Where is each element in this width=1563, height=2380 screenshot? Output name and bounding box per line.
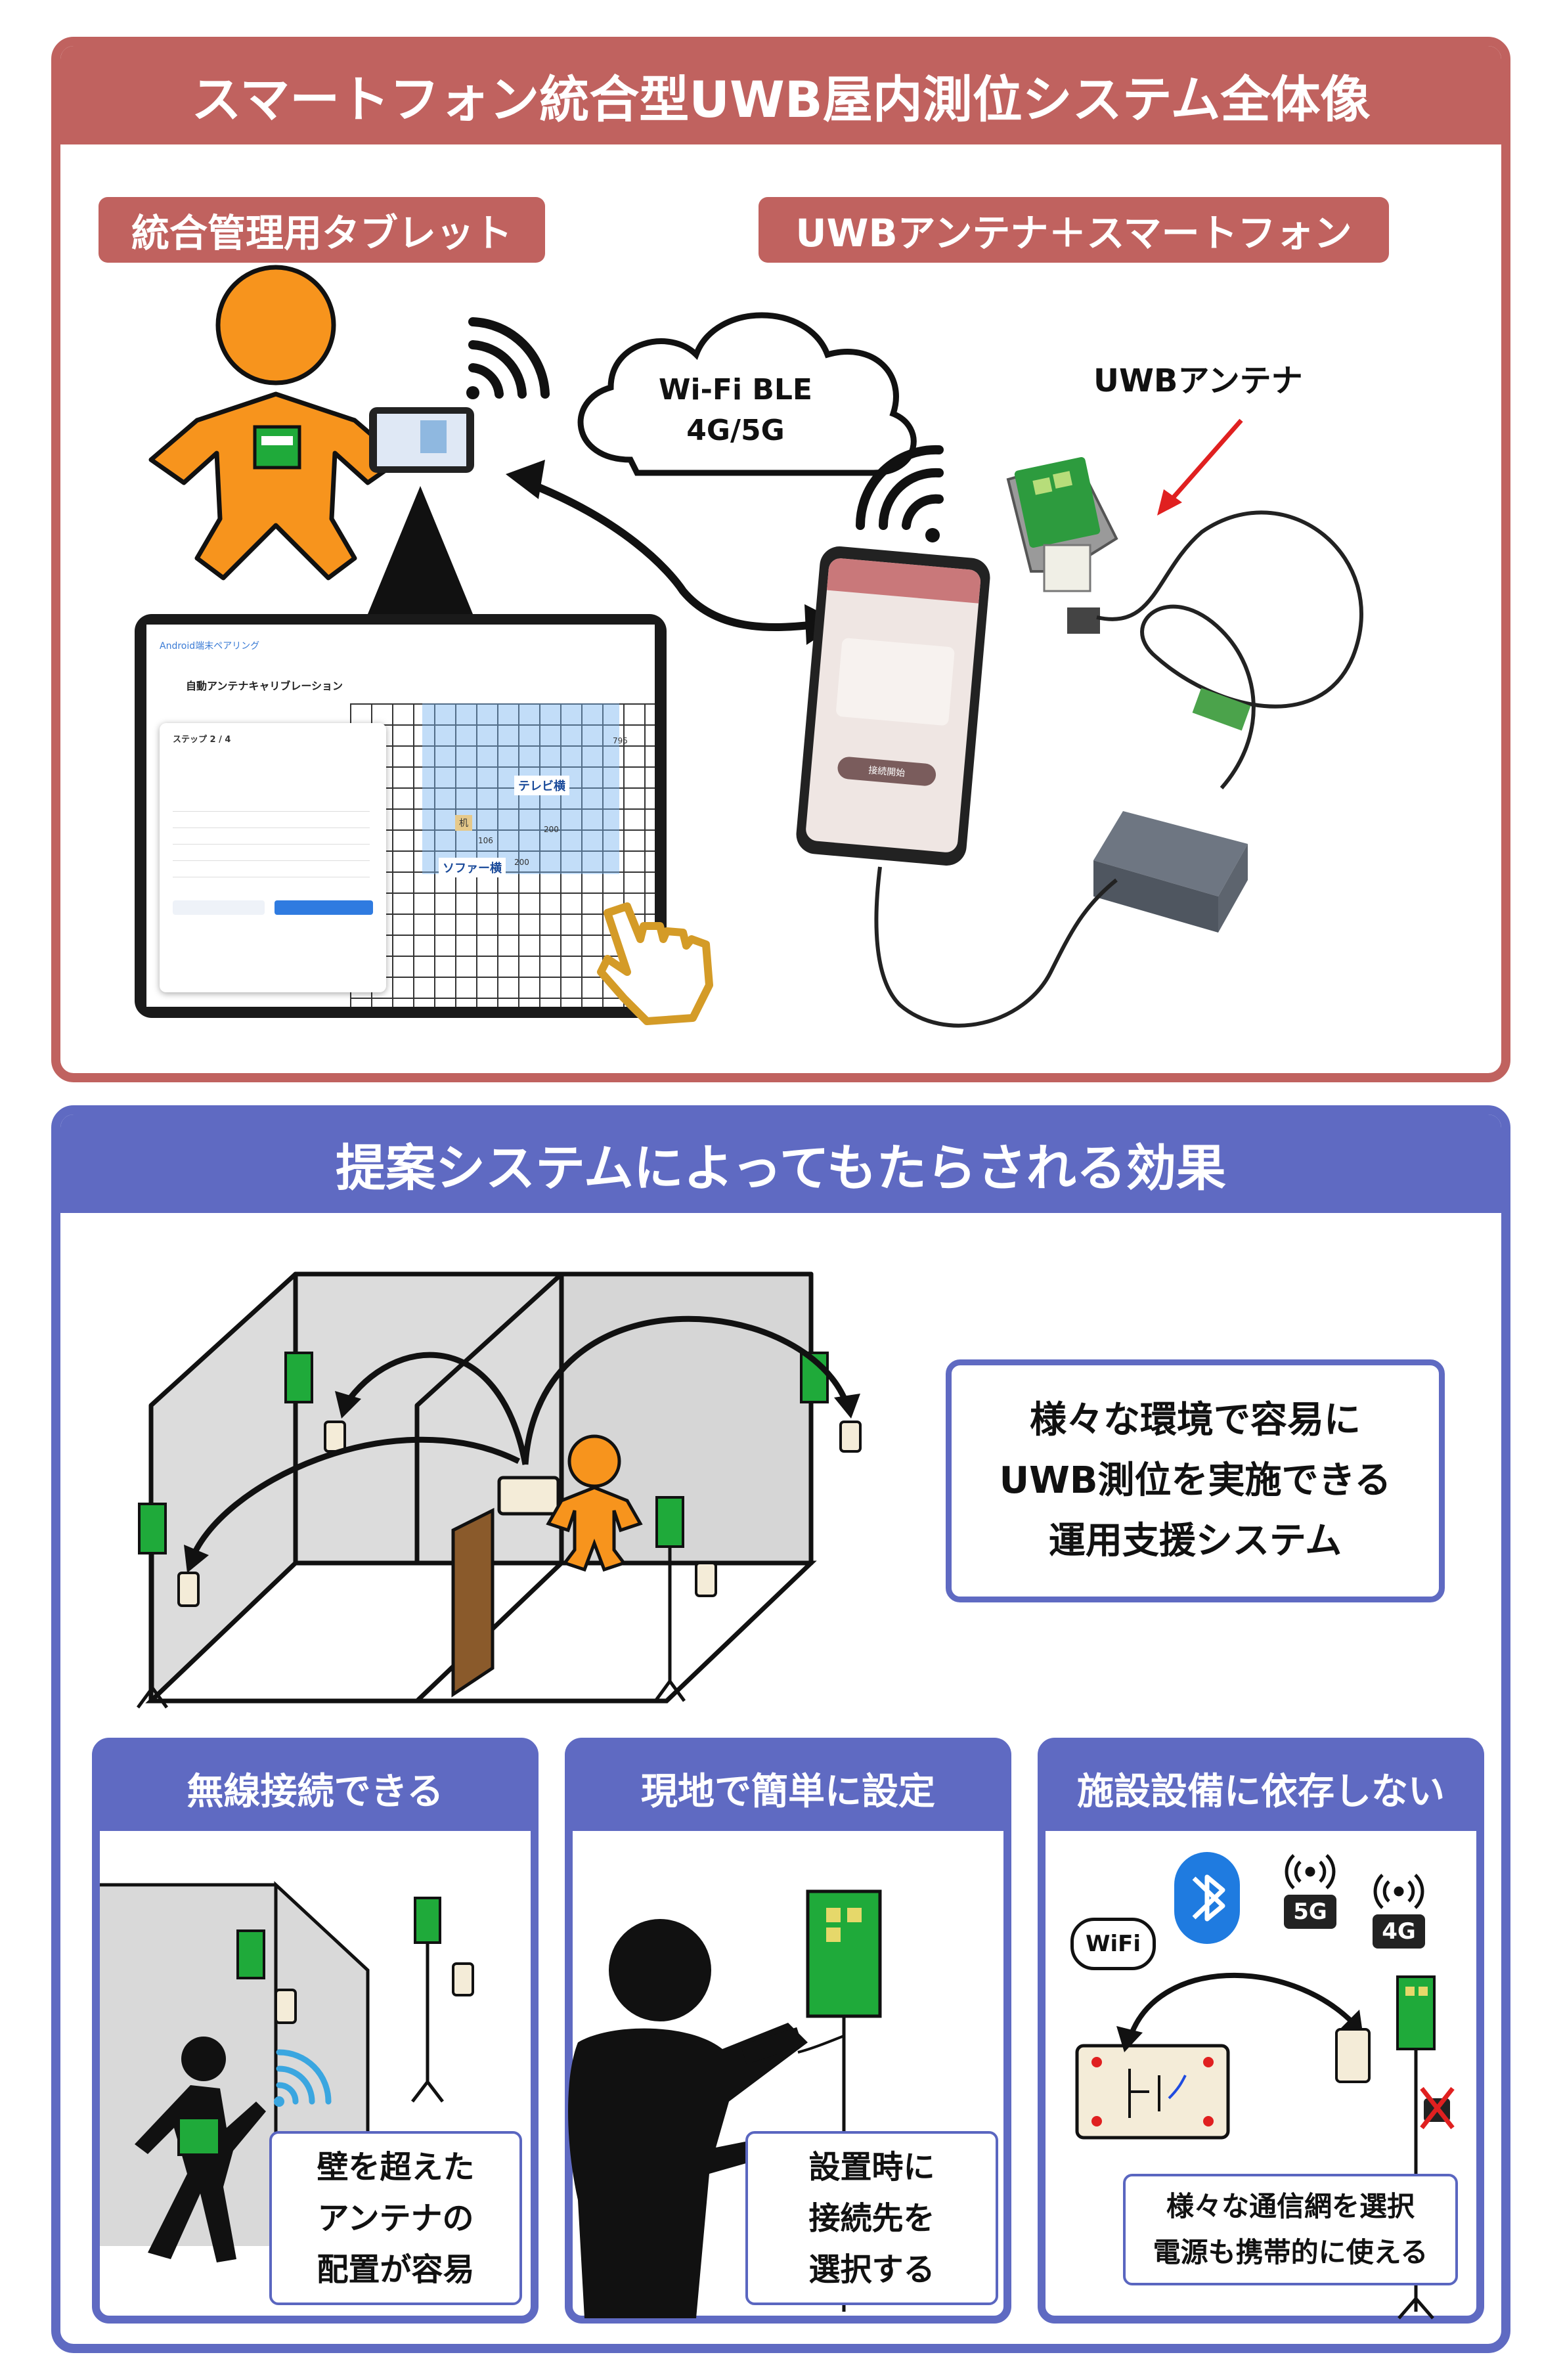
measure-795: 795 <box>613 736 628 745</box>
4g-signal-icon <box>1373 1874 1424 1909</box>
antenna-pointer-arrow <box>1167 418 1243 504</box>
antenna-label: UWBアンテナ <box>1093 363 1303 399</box>
overview-title: スマートフォン統合型UWB屋内測位システム全体像 <box>191 70 1371 129</box>
card-wireless-callout: 壁を超えた アンテナの 配置が容易 <box>269 2131 522 2305</box>
network-cloud-icon <box>577 312 917 476</box>
effects-header: 提案システムによってもたらされる効果 <box>60 1114 1501 1213</box>
measure-200a: 200 <box>544 825 559 834</box>
no-power-plug-icon <box>1420 2086 1455 2130</box>
measure-106: 106 <box>478 836 493 845</box>
uwb-antenna-icon <box>1006 456 1118 634</box>
effects-title: 提案システムによってもたらされる効果 <box>336 1139 1226 1197</box>
summary-line-2: UWB測位を実施できる <box>999 1459 1392 1502</box>
summary-line-3: 運用支援システム <box>1048 1520 1342 1562</box>
screen-header-title: 自動アンテナキャリブレーション <box>186 680 343 692</box>
dialog-rows <box>173 795 370 877</box>
label-tv: テレビ横 <box>514 776 569 795</box>
usb-hub-icon <box>1093 811 1248 933</box>
card-setup-title: 現地で簡単に設定 <box>641 1770 935 1813</box>
room-tag-device <box>497 1476 560 1516</box>
tap-hand-icon <box>597 902 713 1025</box>
label-sofa: ソファー横 <box>439 858 506 877</box>
tablet-display: Android端末ペアリング 自動アンテナキャリブレーション テレビ横 ソファー… <box>146 625 655 1007</box>
measure-200b: 200 <box>514 858 529 867</box>
green-connector <box>1192 688 1251 731</box>
overview-illustration <box>148 265 1243 645</box>
label-desk: 机 <box>455 815 472 831</box>
summary-box: 様々な環境で容易に UWB測位を実施できる 運用支援システム <box>946 1359 1445 1602</box>
4g-badge: 4G <box>1373 1914 1425 1949</box>
cloud-label: Wi-Fi BLE 4G/5G <box>659 373 812 447</box>
5g-badge: 5G <box>1284 1895 1336 1929</box>
step-label: ステップ 2 / 4 <box>173 735 231 745</box>
overview-header: スマートフォン統合型UWB屋内測位システム全体像 <box>60 46 1501 144</box>
dialog-next-button[interactable] <box>275 900 373 915</box>
antenna-cable <box>1096 510 1363 789</box>
phone-tag: UWBアンテナ＋スマートフォン <box>759 197 1389 263</box>
uwb-hardware <box>874 456 1363 1028</box>
card-independent-callout: 様々な通信網を選択 電源も携帯的に使える <box>1123 2174 1458 2285</box>
setup-person-icon <box>568 1919 808 2318</box>
card-wireless-title: 無線接続できる <box>187 1770 444 1813</box>
phone-cable <box>874 866 1118 1028</box>
tablet-tag: 統合管理用タブレット <box>99 197 545 263</box>
room-person-icon <box>546 1434 643 1572</box>
5g-signal-icon <box>1285 1854 1336 1889</box>
phone-wifi-icon <box>855 445 944 542</box>
handheld-tablet-icon <box>369 407 474 473</box>
back-link[interactable]: Android端末ペアリング <box>160 641 260 651</box>
card-setup-callout: 設置時に 接続先を 選択する <box>745 2131 998 2305</box>
dialog-back-button[interactable] <box>173 900 265 915</box>
wifi-badge-icon: WiFi <box>1070 1918 1156 1970</box>
zoom-pointer <box>368 486 473 614</box>
link-arrow <box>517 475 822 631</box>
summary-line-1: 様々な環境で容易に <box>1030 1399 1361 1442</box>
tablet-wifi-icon <box>466 317 550 399</box>
floor-plan <box>350 703 655 1007</box>
card-link-arrow <box>1127 1972 1355 2040</box>
calibration-dialog: ステップ 2 / 4 <box>160 723 386 992</box>
card-antenna-icon <box>1396 1975 1436 2050</box>
tablet-screen: Android端末ペアリング 自動アンテナキャリブレーション テレビ横 ソファー… <box>135 614 667 1018</box>
bluetooth-icon <box>1174 1852 1240 1944</box>
card-independent-title: 施設設備に依存しない <box>1077 1770 1445 1813</box>
door <box>451 1507 495 1698</box>
card-wifi-icon <box>274 2049 332 2107</box>
antenna-stand-icons <box>136 1352 862 1709</box>
manager-person-icon <box>148 265 403 581</box>
walking-person-icon <box>135 2037 266 2262</box>
tag-device-icon <box>1075 2044 1230 2140</box>
